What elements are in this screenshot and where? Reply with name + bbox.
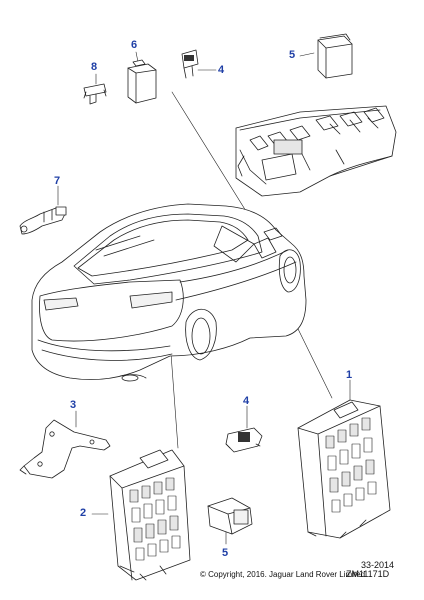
relay-cube-part-2 — [207, 497, 253, 535]
fuse-link-part — [83, 83, 107, 105]
callout-5-top: 5 — [289, 49, 296, 61]
mini-fuse-part-2 — [225, 427, 263, 453]
callout-2: 2 — [80, 507, 87, 519]
central-junction-box-right — [297, 399, 391, 539]
mini-fuse-part — [181, 49, 199, 79]
figure-reference: ZM11171D — [346, 569, 390, 579]
callout-8: 8 — [91, 61, 98, 73]
callout-7: 7 — [54, 175, 61, 187]
callout-4-top: 4 — [218, 64, 225, 76]
body-control-module-left — [109, 449, 191, 581]
engine-fusebox-assembly — [235, 105, 397, 197]
relay-cube-part — [317, 33, 353, 79]
relay-part — [127, 59, 157, 104]
callout-1: 1 — [346, 369, 353, 381]
callout-3: 3 — [70, 399, 77, 411]
callout-5-bottom: 5 — [222, 547, 229, 559]
callout-6: 6 — [131, 39, 138, 51]
figure-code: 33-2014 — [360, 560, 394, 570]
car-body — [31, 203, 307, 382]
mounting-bracket-part — [19, 419, 111, 479]
copyright-notice: © Copyright, 2016. Jaguar Land Rover Lim… — [200, 570, 366, 579]
callout-4-middle: 4 — [243, 395, 250, 407]
sensor-part — [19, 206, 67, 235]
